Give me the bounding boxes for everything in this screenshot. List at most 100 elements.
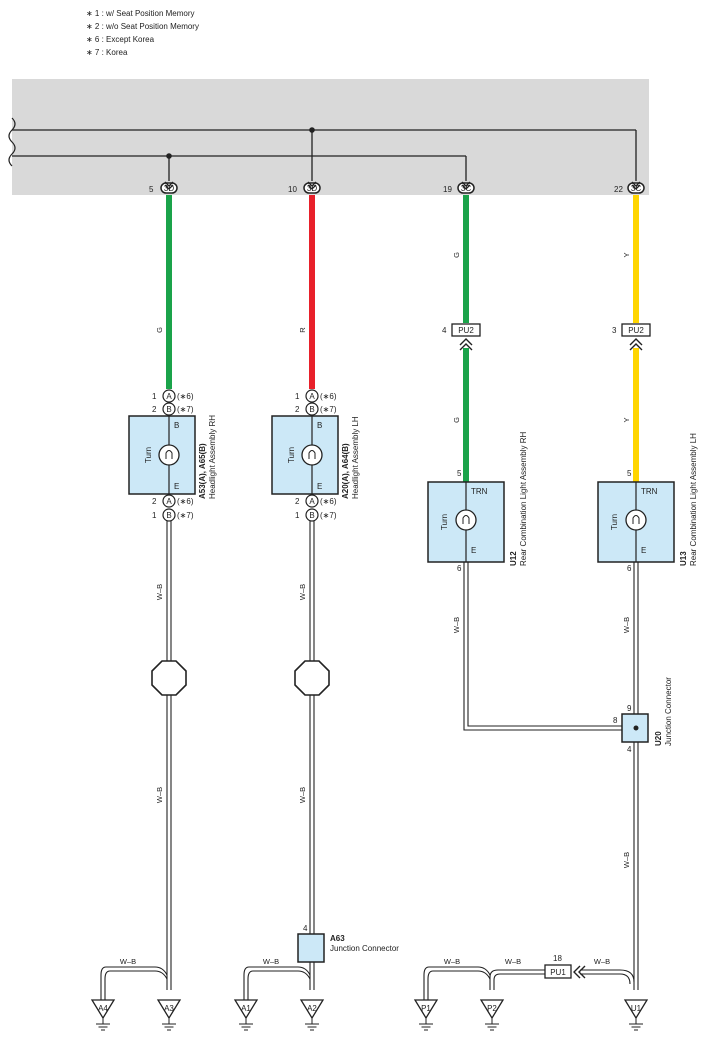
ground-p2: P2 [480, 999, 504, 1031]
func-label: Turn [610, 514, 619, 530]
pin-label: B [174, 421, 179, 430]
wire-label: W–B [298, 787, 307, 803]
wire-label: Y [622, 252, 631, 257]
component-name: Junction Connector [664, 677, 673, 746]
wire-label: G [155, 327, 164, 333]
pin-number: 18 [553, 954, 562, 963]
wire-label: R [298, 327, 307, 333]
ground-label: A1 [241, 1004, 251, 1013]
wire-label: W–B [298, 584, 307, 600]
pin-number: 1 [295, 392, 300, 401]
component-name: Junction Connector [330, 944, 399, 953]
pin-number: 2 [152, 497, 157, 506]
pin-number: 10 [288, 185, 297, 194]
component-code: A20(A), A64(B) [341, 443, 350, 499]
note-1: ∗ 1 : w/ Seat Position Memory [86, 9, 195, 18]
ground-a1: A1 [234, 999, 258, 1031]
pin-number: 19 [443, 185, 452, 194]
pin-letter: B [309, 511, 314, 520]
bulb-icon [455, 509, 477, 531]
pin-label: E [317, 482, 322, 491]
note-6: ∗ 6 : Except Korea [86, 35, 155, 44]
pin-letter: A [309, 497, 315, 506]
pin-letter: A [166, 497, 172, 506]
ground-a2: A2 [300, 999, 324, 1031]
inline-connector-pu1: PU1 18 [544, 954, 586, 979]
junction-a63: 4 A63 Junction Connector [297, 924, 399, 963]
bulb-icon [301, 444, 323, 466]
headlight-rh: A 1 (∗6) B 2 (∗7) B E Turn A 2 (∗6) B 1 … [128, 389, 217, 522]
func-label: Turn [287, 447, 296, 463]
top-pin-10: 10 [288, 181, 321, 194]
ecu-panel [8, 79, 649, 195]
junction-u20: 9 8 4 U20 Junction Connector [613, 677, 673, 754]
pin-note: (∗6) [320, 392, 337, 401]
inline-connector-pu2-rh: PU2 4 [442, 323, 481, 351]
rear-light-rh: 5 TRN E Turn 6 U12 Rear Combination Ligh… [427, 431, 528, 573]
pin-number: 1 [152, 392, 157, 401]
pin-number: 2 [152, 405, 157, 414]
pin-number: 9 [627, 704, 632, 713]
wire-label: Y [622, 417, 631, 422]
component-code: U12 [509, 551, 518, 566]
pin-note: (∗6) [320, 497, 337, 506]
func-label: Turn [144, 447, 153, 463]
pin-note: (∗7) [320, 405, 337, 414]
conn-name: PU2 [458, 326, 474, 335]
pin-letter: B [309, 405, 314, 414]
notes: ∗ 1 : w/ Seat Position Memory ∗ 2 : w/o … [86, 9, 199, 57]
pin-number: 5 [149, 185, 154, 194]
conn-label: 3C [461, 184, 471, 193]
pin-label: E [641, 546, 646, 555]
ground-label: A2 [307, 1004, 317, 1013]
conn-name: PU1 [550, 968, 566, 977]
headlight-lh: A 1 (∗6) B 2 (∗7) B E Turn A 2 (∗6) B 1 … [271, 389, 360, 522]
conn-label: 3D [307, 184, 317, 193]
wire-label: W–B [444, 957, 460, 966]
note-7: ∗ 7 : Korea [86, 48, 128, 57]
ground-label: A4 [98, 1004, 108, 1013]
conn-label: 3D [164, 184, 174, 193]
pin-label: E [471, 546, 476, 555]
wire-label: W–B [505, 957, 521, 966]
pin-letter: B [166, 511, 171, 520]
wire-label: W–B [622, 852, 631, 868]
pin-number: 8 [613, 716, 618, 725]
pin-note: (∗7) [320, 511, 337, 520]
pin-label: E [174, 482, 179, 491]
ground-label: P1 [421, 1004, 431, 1013]
ground-a3: A3 [157, 999, 181, 1031]
splice-icon [294, 660, 330, 696]
pin-number: 6 [457, 564, 462, 573]
pin-number: 1 [295, 511, 300, 520]
pin-number: 4 [303, 924, 308, 933]
pin-number: 4 [627, 745, 632, 754]
ground-label: P2 [487, 1004, 497, 1013]
wb-wires [100, 521, 639, 1000]
wire-label: W–B [594, 957, 610, 966]
pin-number: 1 [152, 511, 157, 520]
pin-letter: B [166, 405, 171, 414]
component-code: U13 [679, 551, 688, 566]
splice-icon [151, 660, 187, 696]
pin-number: 5 [627, 469, 632, 478]
conn-name: PU2 [628, 326, 644, 335]
ground-p1: P1 [414, 999, 438, 1031]
pin-label: TRN [471, 487, 488, 496]
top-pin-19: 19 [443, 181, 475, 194]
wire-label: W–B [155, 584, 164, 600]
wire-label: W–B [263, 957, 279, 966]
ground-label: U1 [631, 1004, 642, 1013]
top-pin-22: 22 [614, 181, 645, 194]
bulb-icon [158, 444, 180, 466]
pin-number: 2 [295, 497, 300, 506]
chevron-up-icon [629, 338, 643, 351]
pin-number: 5 [457, 469, 462, 478]
component-name: Headlight Assembly RH [208, 415, 217, 499]
wire-label: W–B [452, 617, 461, 633]
ground-label: A3 [164, 1004, 174, 1013]
component-name: Rear Combination Light Assembly LH [689, 433, 698, 566]
pin-number: 3 [612, 326, 617, 335]
conn-label: 3C [631, 184, 641, 193]
